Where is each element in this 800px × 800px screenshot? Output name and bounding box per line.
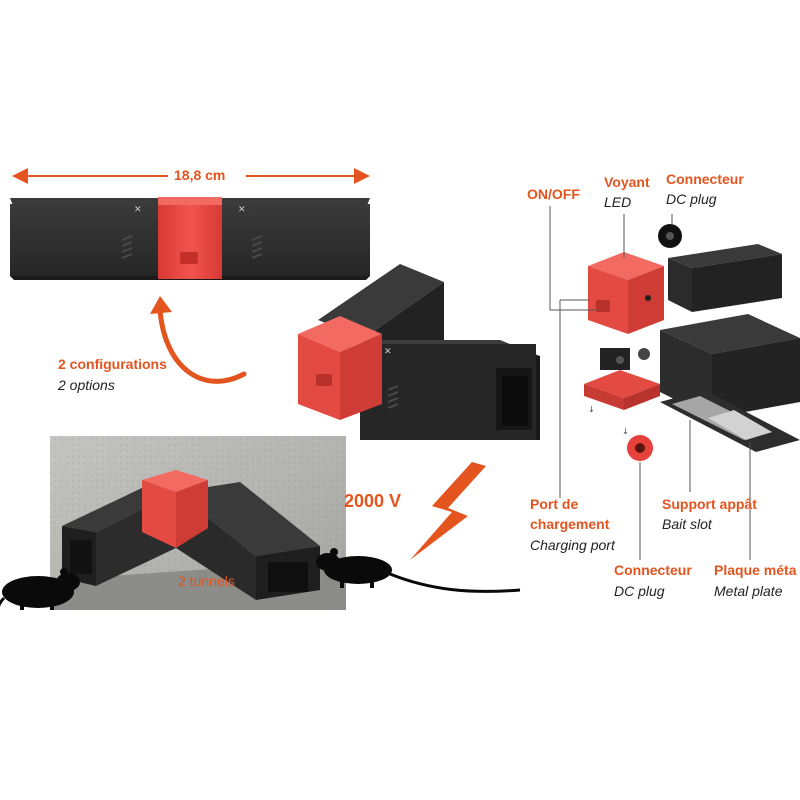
dc-top-fr: Connecteur xyxy=(666,171,744,187)
length-label: 18,8 cm xyxy=(174,167,226,183)
corner-photo xyxy=(50,436,346,610)
led-fr: Voyant xyxy=(604,174,650,190)
dc-top-en: DC plug xyxy=(666,191,717,207)
bait-fr: Support appât xyxy=(662,496,757,512)
svg-text:✕: ✕ xyxy=(238,205,246,215)
led-en: LED xyxy=(604,194,632,210)
charging-en: Charging port xyxy=(530,537,615,553)
bait-en: Bait slot xyxy=(662,516,712,532)
voltage-label: 2000 V xyxy=(344,491,402,511)
tunnels-label: 2 tunnels xyxy=(178,573,235,589)
rat-right-icon xyxy=(316,548,521,593)
svg-text:↓: ↓ xyxy=(588,405,595,414)
svg-text:✕: ✕ xyxy=(134,205,142,215)
l-shaped-trap: ✕ xyxy=(298,264,540,440)
svg-text:↓: ↓ xyxy=(622,427,629,436)
lightning-icon xyxy=(410,462,486,560)
dc-bottom-en: DC plug xyxy=(614,583,665,599)
exploded-view: ↓ ↓ xyxy=(549,206,800,560)
charging-fr-1: Port de xyxy=(530,496,579,512)
on-off-label: ON/OFF xyxy=(527,186,580,202)
straight-trap: ✕ ✕ xyxy=(10,197,370,280)
metal-fr: Plaque méta xyxy=(714,562,797,578)
charging-fr-2: chargement xyxy=(530,516,610,532)
curved-arrow xyxy=(157,307,247,384)
dc-bottom-fr: Connecteur xyxy=(614,562,692,578)
metal-en: Metal plate xyxy=(714,583,783,599)
rat-left-icon xyxy=(0,568,80,610)
configurations-fr: 2 configurations xyxy=(58,356,167,372)
svg-text:✕: ✕ xyxy=(384,347,392,357)
configurations-en: 2 options xyxy=(58,377,115,393)
